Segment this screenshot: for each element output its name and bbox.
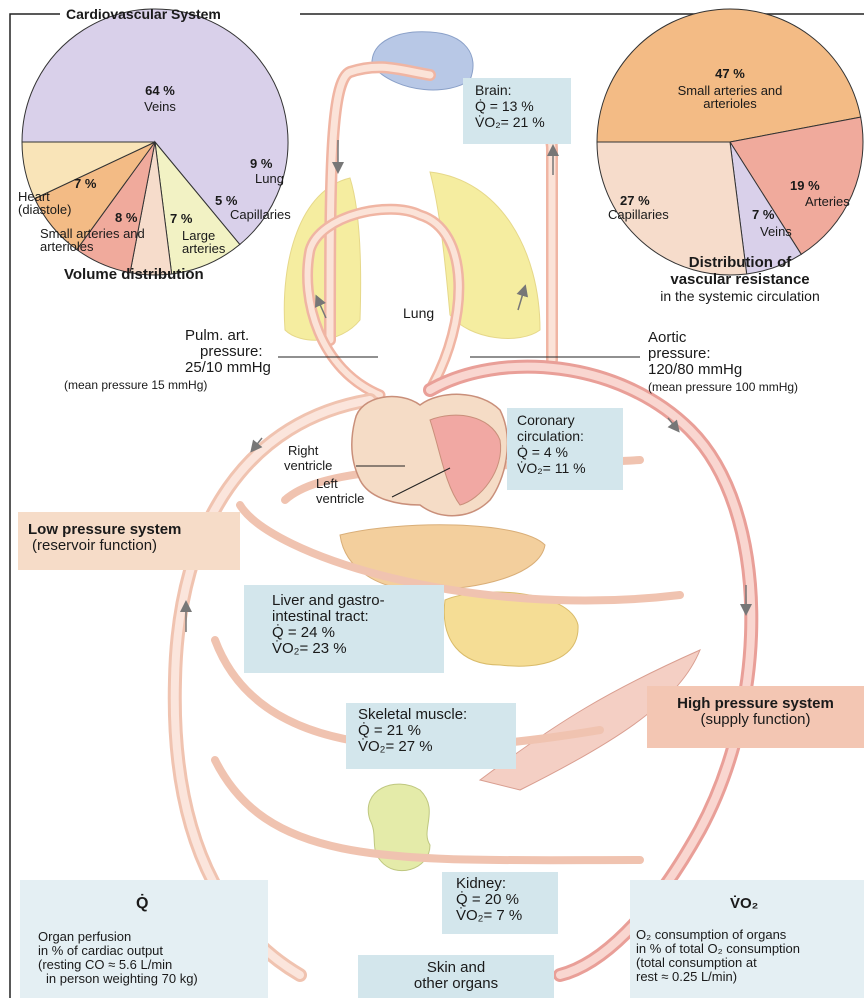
res-small-arteries-pct: 47 % [700, 67, 760, 81]
res-veins-pct: 7 % [752, 208, 774, 222]
kidney-box: Kidney: Q̇ = 20 % V̇O₂= 7 % [442, 872, 558, 934]
res-arteries-pct: 19 % [790, 179, 820, 193]
lung-label-organ: Lung [403, 306, 434, 320]
consumption-l1: O₂ consumption of organs [636, 928, 786, 942]
volume-title: Volume distribution [64, 268, 204, 282]
kidney-name: Kidney: [442, 872, 558, 892]
capillaries-pct: 5 % [215, 194, 237, 208]
perfusion-l2: in % of cardiac output [38, 944, 163, 958]
high-pressure-box: High pressure system (supply function) [647, 686, 864, 748]
liver-name-2: intestinal tract: [244, 609, 444, 625]
consumption-l2: in % of total O₂ consumption [636, 942, 800, 956]
consumption-legend: V̇O₂ O₂ consumption of organs in % of to… [630, 880, 864, 998]
muscle-name: Skeletal muscle: [346, 703, 516, 723]
high-pressure-sub: (supply function) [647, 712, 864, 728]
lung-label: Lung [255, 172, 284, 186]
muscle-vo2: V̇O₂= 27 % [346, 739, 516, 755]
perfusion-l3: (resting CO ≈ 5.6 L/min [38, 958, 172, 972]
heart [352, 394, 508, 515]
low-pressure-sub: (reservoir function) [18, 538, 240, 554]
muscle-box: Skeletal muscle: Q̇ = 21 % V̇O₂= 27 % [346, 703, 516, 769]
res-veins-label: Veins [760, 225, 792, 239]
heart-pct: 7 % [74, 177, 96, 191]
liver-q: Q̇ = 24 % [244, 625, 444, 641]
q-symbol: Q̇ [136, 896, 148, 912]
pulm-pressure-1: Pulm. art. [185, 328, 249, 344]
res-arteries-label: Arteries [805, 195, 850, 209]
liver [340, 525, 545, 590]
liver-box: Liver and gastro- intestinal tract: Q̇ =… [244, 585, 444, 673]
liver-vo2: V̇O₂= 23 % [244, 641, 444, 657]
consumption-l3: (total consumption at [636, 956, 757, 970]
skin-name-1: Skin and [358, 955, 554, 976]
consumption-l4: rest ≈ 0.25 L/min) [636, 970, 737, 984]
skin-box: Skin and other organs [358, 955, 554, 998]
resistance-pie-chart [597, 9, 863, 275]
brain-box: Brain: Q̇ = 13 % V̇O₂= 21 % [463, 78, 571, 144]
low-pressure-box: Low pressure system (reservoir function) [18, 512, 240, 570]
coronary-box: Coronary circulation: Q̇ = 4 % V̇O₂= 11 … [507, 408, 623, 490]
pulm-pressure-3: 25/10 mmHg [185, 360, 271, 376]
lung-pct: 9 % [250, 157, 272, 171]
aortic-pressure-2: pressure: [648, 346, 711, 362]
resistance-title-2: vascular resistance [620, 271, 860, 288]
res-capillaries-label: Capillaries [608, 208, 669, 222]
skin-name-2: other organs [358, 976, 554, 992]
muscle-q: Q̇ = 21 % [346, 723, 516, 739]
coronary-q: Q̇ = 4 % [507, 444, 623, 460]
perfusion-l1: Organ perfusion [38, 930, 131, 944]
low-pressure-title: Low pressure system [18, 512, 240, 538]
right-ventricle-2: ventricle [284, 459, 332, 473]
aortic-pressure-4: (mean pressure 100 mmHg) [648, 380, 798, 394]
left-ventricle-2: ventricle [316, 492, 364, 506]
capillaries-label: Capillaries [230, 208, 291, 222]
res-small-arteries-label: Small arteries and arterioles [670, 84, 790, 110]
brain-name: Brain: [463, 78, 571, 98]
coronary-name-2: circulation: [507, 428, 623, 444]
brain [372, 32, 473, 90]
resistance-title-1: Distribution of [620, 254, 860, 271]
small-arteries-label: Small arteries and arterioles [40, 227, 160, 253]
veins-label: Veins [130, 100, 190, 114]
aortic-pressure-1: Aortic [648, 330, 686, 346]
pulm-pressure-2: pressure: [200, 344, 263, 360]
high-pressure-title: High pressure system [647, 686, 864, 712]
left-ventricle-1: Left [316, 477, 338, 491]
large-arteries-pct: 7 % [170, 212, 192, 226]
perfusion-legend: Q̇ Organ perfusion in % of cardiac outpu… [20, 880, 268, 998]
heart-label: Heart (diastole) [18, 190, 78, 216]
figure-title: Cardiovascular System [66, 7, 221, 21]
resistance-subtitle: in the systemic circulation [615, 288, 864, 304]
small-arteries-pct: 8 % [115, 211, 137, 225]
brain-vo2: V̇O₂= 21 % [463, 114, 571, 130]
brain-q: Q̇ = 13 % [463, 98, 571, 114]
large-arteries-label: Large arteries [182, 229, 242, 255]
coronary-vo2: V̇O₂= 11 % [507, 460, 623, 476]
aortic-pressure-3: 120/80 mmHg [648, 362, 742, 378]
vo2-symbol: V̇O₂ [730, 896, 758, 912]
kidney-q: Q̇ = 20 % [442, 892, 558, 908]
pulm-pressure-4: (mean pressure 15 mmHg) [64, 378, 207, 392]
liver-name-1: Liver and gastro- [244, 585, 444, 609]
kidney-vo2: V̇O₂= 7 % [442, 908, 558, 924]
res-capillaries-pct: 27 % [620, 194, 650, 208]
perfusion-l4: in person weighting 70 kg) [46, 972, 198, 986]
veins-pct: 64 % [130, 84, 190, 98]
right-ventricle-1: Right [288, 444, 318, 458]
coronary-name-1: Coronary [507, 408, 623, 428]
